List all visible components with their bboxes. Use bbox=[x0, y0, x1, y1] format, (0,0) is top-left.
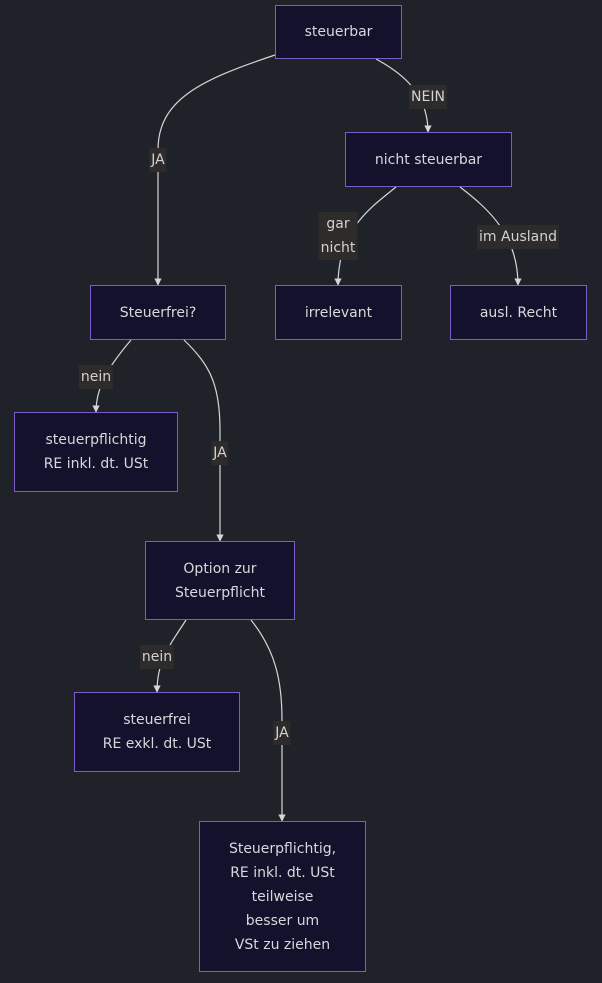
node-steuerfrei[interactable]: steuerfrei RE exkl. dt. USt bbox=[74, 692, 240, 772]
edge-label-nein: nein bbox=[139, 645, 175, 669]
edge-label-ja: JA bbox=[273, 721, 291, 745]
edge-label-ja: JA bbox=[211, 441, 229, 465]
edge-steuerfrei-to-option bbox=[183, 339, 224, 542]
edge-option-to-steuerpflichtig-2 bbox=[250, 619, 286, 822]
node-steuerfrei-question[interactable]: Steuerfrei? bbox=[90, 285, 226, 340]
node-option-zur-steuerpflicht[interactable]: Option zur Steuerpflicht bbox=[145, 541, 295, 620]
node-nicht-steuerbar[interactable]: nicht steuerbar bbox=[345, 132, 512, 187]
edge-label-nein: nein bbox=[78, 365, 114, 389]
edge-label-gar-nicht: gar nicht bbox=[318, 212, 358, 260]
edge-label-im-ausland: im Ausland bbox=[477, 225, 559, 249]
node-steuerpflichtig[interactable]: steuerpflichtig RE inkl. dt. USt bbox=[14, 412, 178, 492]
edge-label-ja: JA bbox=[149, 148, 167, 172]
node-steuerbar[interactable]: steuerbar bbox=[275, 5, 402, 59]
node-irrelevant[interactable]: irrelevant bbox=[275, 285, 402, 340]
edge-steuerbar-to-steuerfrei bbox=[154, 54, 276, 286]
node-steuerpflichtig-teilweise[interactable]: Steuerpflichtig, RE inkl. dt. USt teilwe… bbox=[199, 821, 366, 972]
node-ausl-recht[interactable]: ausl. Recht bbox=[450, 285, 587, 340]
edge-label-nein: NEIN bbox=[409, 85, 447, 109]
